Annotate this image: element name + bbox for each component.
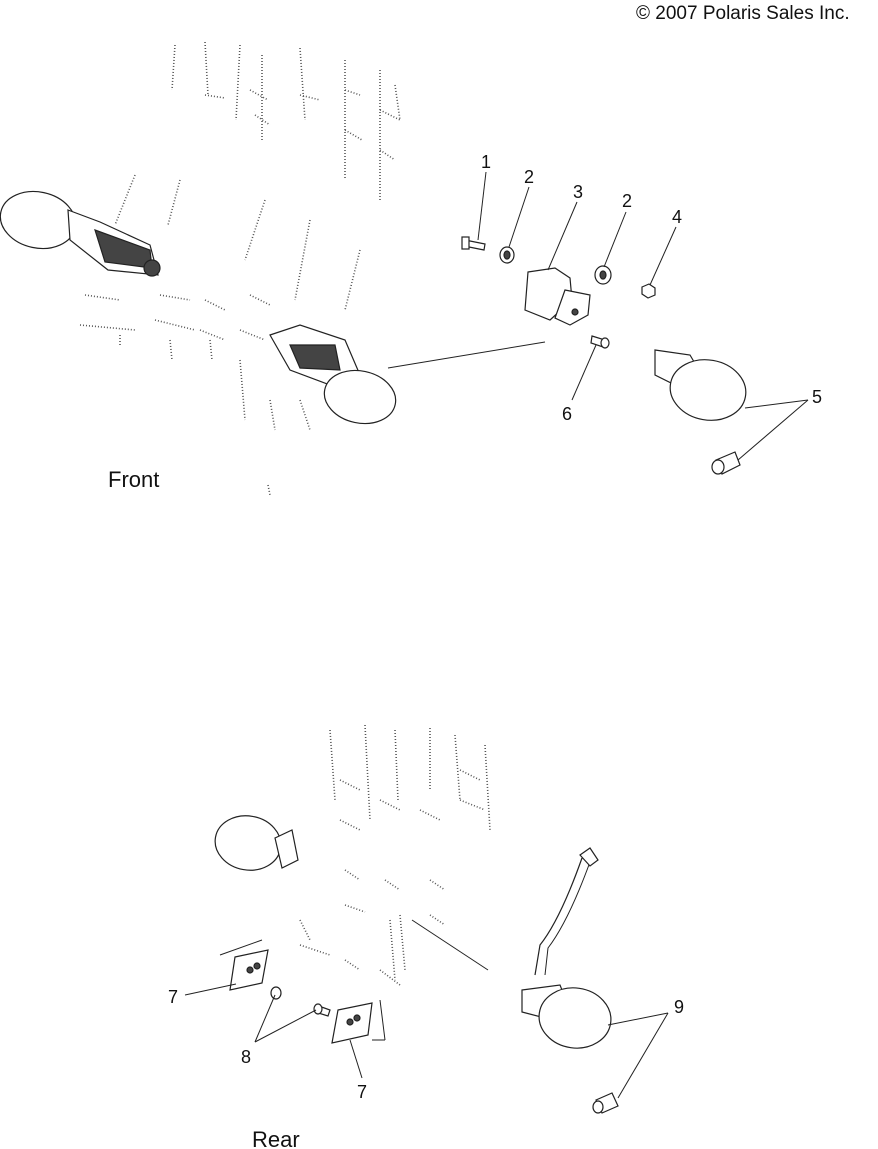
- rear-style-signal-lamp-front: [654, 349, 747, 421]
- callout-5: 5: [812, 387, 822, 407]
- callout-2-right: 2: [622, 191, 632, 211]
- nut-part: [641, 283, 656, 299]
- callout-8: 8: [241, 1047, 251, 1067]
- front-callout-leaders: [477, 171, 809, 461]
- front-frame-ghost: [79, 41, 401, 496]
- copyright-text: © 2007 Polaris Sales Inc.: [636, 3, 850, 24]
- bulb-icon-rear: [592, 1092, 619, 1114]
- rear-right-signal-lamp: [521, 847, 612, 1049]
- section-label-front: Front: [108, 467, 159, 492]
- front-right-signal-lamp: [269, 324, 397, 425]
- callout-1: 1: [481, 152, 491, 172]
- callout-4: 4: [672, 207, 682, 227]
- rear-callout-leaders: [184, 983, 669, 1099]
- front-assembly-leader: [387, 341, 546, 369]
- rear-assembly-leader: [411, 919, 489, 971]
- front-left-signal-lamp: [0, 190, 161, 277]
- callout-3: 3: [573, 182, 583, 202]
- mount-plate-right: [331, 1002, 373, 1044]
- rear-frame-ghost: [299, 724, 491, 986]
- callout-7-right: 7: [357, 1082, 367, 1102]
- rear-plate-leader: [219, 939, 263, 956]
- callout-9: 9: [674, 997, 684, 1017]
- section-label-rear: Rear: [252, 1127, 300, 1149]
- callout-7-left: 7: [168, 987, 178, 1007]
- screw-part-rear-left: [270, 986, 282, 1000]
- screw-part-front: [590, 335, 610, 349]
- washer-part-left: [499, 246, 515, 264]
- screw-part-rear-right: [313, 1003, 331, 1017]
- bracket-part: [524, 267, 591, 326]
- bulb-icon-front: [711, 451, 741, 475]
- mount-plate-left: [229, 949, 269, 991]
- callout-2-left: 2: [524, 167, 534, 187]
- bolt-part: [461, 236, 486, 251]
- washer-part-right: [594, 265, 612, 285]
- callout-6: 6: [562, 404, 572, 424]
- rear-left-signal-lamp: [214, 815, 299, 871]
